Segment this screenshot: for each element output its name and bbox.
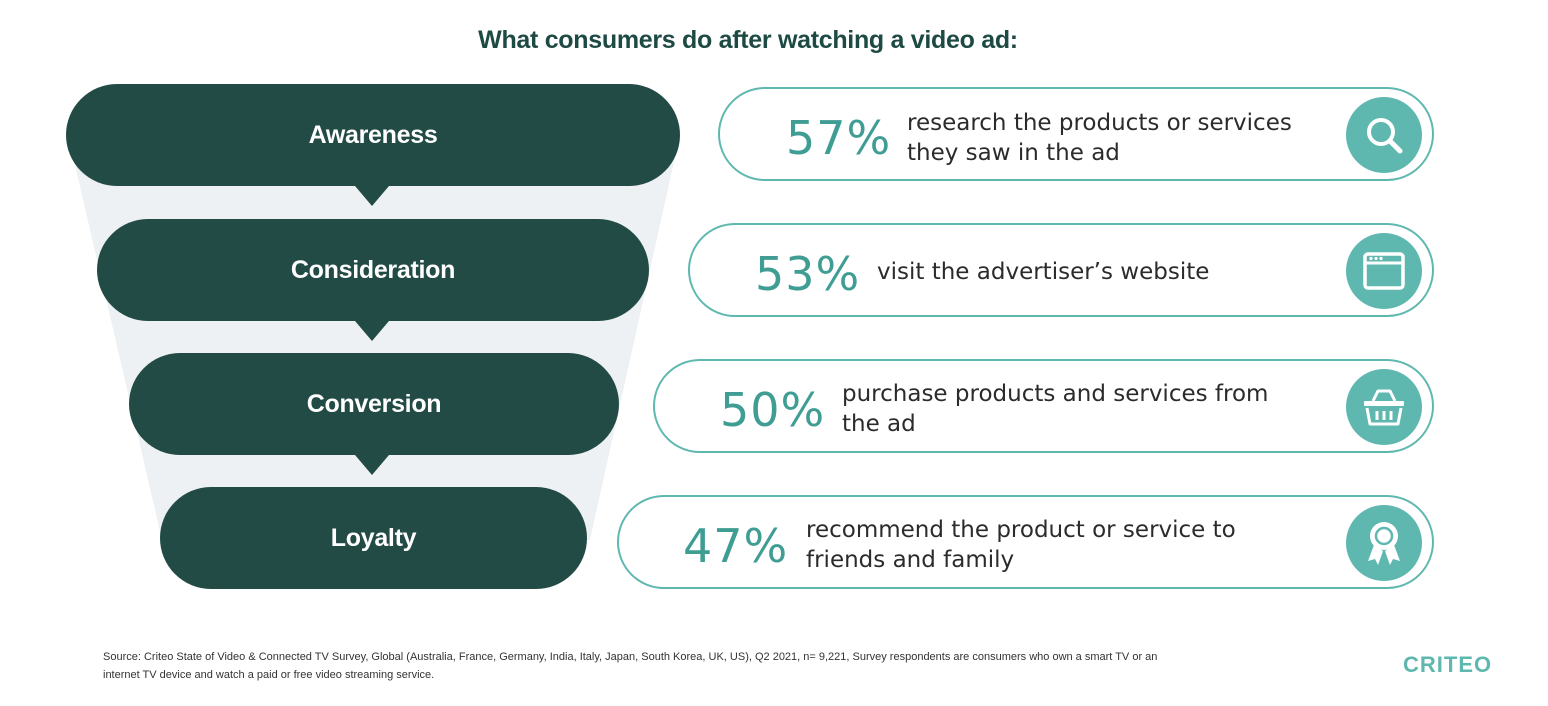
browser-window-icon [1346,233,1422,309]
funnel-arrow [355,455,389,475]
stage-label: Consideration [290,255,456,284]
award-ribbon-icon [1346,505,1422,581]
stat-description: research the products or services they s… [907,108,1292,168]
stat-line: visit the advertiser’s website [877,259,1210,285]
stat-description: recommend the product or service to frie… [806,515,1236,575]
stat-card-recommend: 47% recommend the product or service to … [617,495,1434,589]
stage-awareness: Awareness [66,84,680,186]
stage-label: Awareness [308,120,438,149]
funnel-arrow [355,186,389,206]
stat-percent: 57% [786,111,892,165]
stat-card-research: 57% research the products or services th… [718,87,1434,181]
stat-card-purchase: 50% purchase products and services from … [653,359,1434,453]
stat-card-website: 53% visit the advertiser’s website [688,223,1434,317]
stage-conversion: Conversion [129,353,619,455]
stat-description: purchase products and services from the … [842,379,1268,439]
page-title: What consumers do after watching a video… [478,26,1018,54]
stage-label: Loyalty [330,523,417,552]
stat-line: research the products or services [907,110,1292,136]
stat-line: the ad [842,411,916,437]
funnel-arrow [355,321,389,341]
search-icon [1346,97,1422,173]
criteo-logo: CRITEO [1403,652,1493,677]
stat-line: friends and family [806,547,1015,573]
stage-loyalty: Loyalty [160,487,587,589]
source-line: internet TV device and watch a paid or f… [103,669,435,681]
basket-icon [1346,369,1422,445]
stage-label: Conversion [306,389,442,418]
source-note: Source: Criteo State of Video & Connecte… [103,648,1263,684]
stat-line: they saw in the ad [907,140,1120,166]
stat-percent: 50% [720,383,826,437]
stat-description: visit the advertiser’s website [877,257,1209,287]
stage-consideration: Consideration [97,219,649,321]
source-line: Source: Criteo State of Video & Connecte… [103,651,1158,663]
stat-percent: 47% [683,519,789,573]
stat-line: recommend the product or service to [806,517,1236,543]
stat-line: purchase products and services from [842,381,1269,407]
stat-percent: 53% [755,247,861,301]
